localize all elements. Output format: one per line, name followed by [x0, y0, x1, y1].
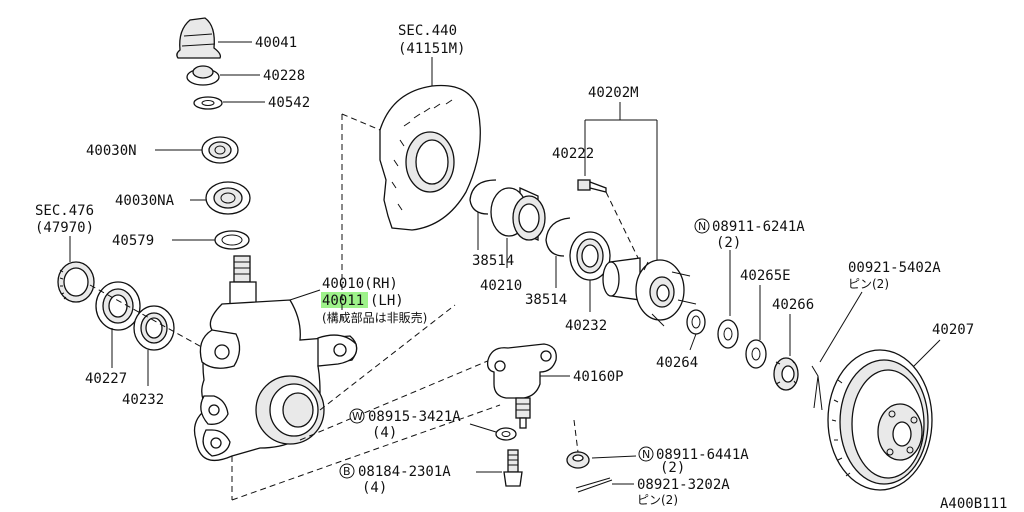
- part-08184-2301A-bolt: [503, 449, 523, 487]
- part-40160P-ball-joint: [486, 343, 557, 429]
- label-08911-6241A-qty: (2): [716, 235, 741, 251]
- label-40579: 40579: [112, 233, 154, 249]
- label-40266: 40266: [772, 297, 814, 313]
- label-40210: 40210: [480, 278, 522, 294]
- part-40542-washer: [193, 96, 223, 110]
- label-00921-5402A-sub: ピン(2): [848, 277, 889, 291]
- svg-text:N: N: [698, 220, 706, 233]
- label-40041: 40041: [255, 35, 297, 51]
- label-08911-6441A-qty: (2): [660, 460, 685, 476]
- part-00921-5402A-cotter-pin: [811, 365, 823, 411]
- svg-text:B: B: [343, 465, 351, 478]
- part-sec440-backing-plate: [379, 84, 481, 231]
- highlight-40011: [321, 292, 368, 308]
- label-sec476-sub: (47970): [35, 220, 94, 236]
- part-40265E-washer: [745, 339, 767, 369]
- part-38514-snap-ring-a: [469, 179, 497, 215]
- label-08911-6241A: 08911-6241A: [712, 219, 805, 235]
- label-40011: 40011: [322, 293, 364, 309]
- part-08911-6441A-nut: [566, 451, 590, 469]
- svg-text:W: W: [352, 410, 363, 423]
- circle-N-top: N: [694, 218, 710, 234]
- label-40010: 40010(RH): [322, 276, 398, 292]
- label-08911-6441A: 08911-6441A: [656, 447, 749, 463]
- part-40228-nut: [186, 65, 220, 86]
- circle-N-bottom: N: [638, 446, 654, 462]
- part-40232-mid-seal: [569, 231, 611, 281]
- label-40265E: 40265E: [740, 268, 791, 284]
- label-40160P: 40160P: [573, 369, 624, 385]
- label-40030NA: 40030NA: [115, 193, 175, 209]
- label-40228: 40228: [263, 68, 305, 84]
- label-sec440: SEC.440: [398, 23, 457, 39]
- part-08915-3421A-washer: [495, 427, 517, 441]
- part-40266-castle-nut: [773, 357, 799, 391]
- part-38514-snap-ring-b: [545, 217, 571, 257]
- label-40030N: 40030N: [86, 143, 137, 159]
- label-00921-5402A: 00921-5402A: [848, 260, 941, 276]
- label-sec476: SEC.476: [35, 203, 94, 219]
- part-40202M-hub: [602, 257, 697, 327]
- label-08184-2301A-qty: (4): [362, 480, 387, 496]
- part-08921-3202A-cotter-pin: [575, 477, 613, 493]
- diagram-id: A400B111: [940, 496, 1007, 512]
- part-40041-boot: [176, 17, 222, 59]
- label-40232-left: 40232: [122, 392, 164, 408]
- label-40264: 40264: [656, 355, 698, 371]
- label-08184-2301A: 08184-2301A: [358, 464, 451, 480]
- part-08911-6241A-nut: [717, 319, 739, 349]
- label-40207: 40207: [932, 322, 974, 338]
- part-40227-seal: [95, 281, 141, 331]
- part-40030N-bearing: [201, 136, 239, 164]
- label-sec440-sub: (41151M): [398, 41, 465, 57]
- part-40264-washer: [686, 309, 706, 335]
- label-40542: 40542: [268, 95, 310, 111]
- part-40030NA-bearing: [205, 181, 251, 215]
- label-08921-3202A-sub: ピン(2): [637, 493, 678, 507]
- label-08915-3421A: 08915-3421A: [368, 409, 461, 425]
- part-40222-hub-bolt: [577, 179, 607, 193]
- part-40232-left-seal: [133, 305, 175, 351]
- label-08915-3421A-qty: (4): [372, 425, 397, 441]
- label-38514-b: 38514: [525, 292, 567, 308]
- label-38514-a: 38514: [472, 253, 514, 269]
- label-note: (構成部品は非販売): [322, 310, 427, 325]
- circle-W: W: [349, 408, 365, 424]
- part-40207-rotor: [827, 349, 933, 491]
- part-40010-knuckle: [193, 255, 358, 461]
- part-40579-ring: [214, 230, 250, 250]
- label-08921-3202A: 08921-3202A: [637, 477, 730, 493]
- label-40202M: 40202M: [588, 85, 639, 101]
- circle-B: B: [339, 463, 355, 479]
- label-40011-suffix: (LH): [370, 293, 404, 309]
- label-40222: 40222: [552, 146, 594, 162]
- label-40227: 40227: [85, 371, 127, 387]
- part-40210-bearing: [490, 186, 546, 242]
- svg-text:N: N: [642, 448, 650, 461]
- part-sec476-tone-ring: [57, 261, 95, 303]
- label-40232-mid: 40232: [565, 318, 607, 334]
